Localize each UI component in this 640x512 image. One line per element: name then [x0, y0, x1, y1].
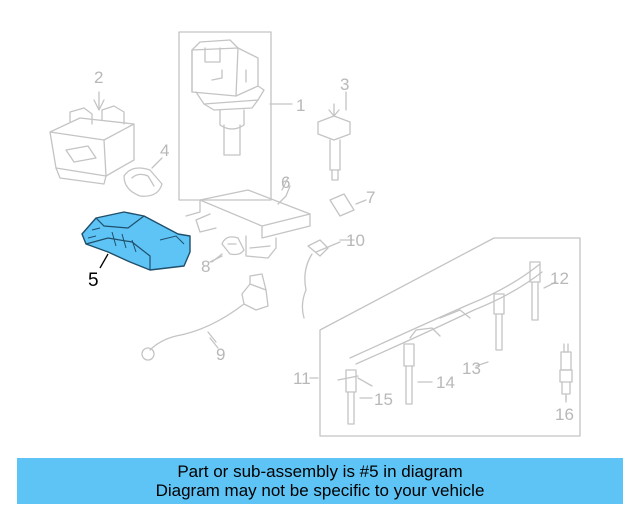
part-3-pencil-coil	[317, 103, 351, 181]
part-8-clip	[209, 236, 245, 263]
part-6-mounting-bracket	[185, 185, 311, 259]
part-1-ignition-coil-assembly	[178, 31, 272, 201]
callout-16: 16	[555, 405, 574, 424]
parts-diagram: 1 2 3 4 5 6 7 8 9 10 11 12 13 14 15 16	[49, 31, 581, 437]
callout-1: 1	[296, 96, 305, 115]
callout-15: 15	[374, 390, 393, 409]
part-11-ignition-wire-set	[319, 237, 581, 437]
callout-7: 7	[366, 188, 375, 207]
callout-labels: 1 2 3 4 5 6 7 8 9 10 11 12 13 14 15 16	[88, 68, 574, 424]
callout-14: 14	[436, 373, 455, 392]
callout-5: 5	[88, 270, 99, 291]
callout-9: 9	[216, 345, 225, 364]
callout-2: 2	[94, 68, 103, 87]
callout-4: 4	[160, 141, 169, 160]
part-7-plate	[329, 193, 367, 217]
part-4-bracket	[123, 157, 163, 197]
callout-12: 12	[550, 269, 569, 288]
info-banner: Part or sub-assembly is #5 in diagram Di…	[17, 458, 623, 504]
part-16-spark-plug	[559, 343, 573, 401]
banner-line-disclaimer: Diagram may not be specific to your vehi…	[155, 481, 485, 500]
callout-3: 3	[340, 75, 349, 94]
part-9-connector-harness	[141, 273, 269, 361]
part-2-coil-unit	[49, 91, 135, 185]
leader-lines	[209, 91, 567, 403]
callout-10: 10	[346, 231, 365, 250]
callout-13: 13	[462, 359, 481, 378]
part-10-sensor	[301, 239, 341, 319]
part-5-ignition-control-module-highlighted[interactable]	[81, 211, 191, 271]
callout-8: 8	[201, 257, 210, 276]
callout-11: 11	[293, 369, 311, 388]
banner-line-part: Part or sub-assembly is #5 in diagram	[177, 462, 463, 481]
callout-6: 6	[281, 173, 290, 192]
